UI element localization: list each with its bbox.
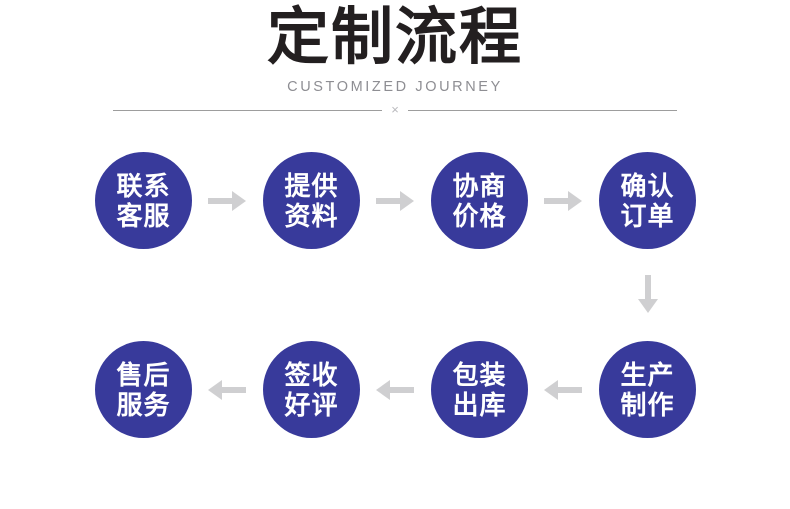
arrow-shaft — [544, 198, 570, 204]
arrow-left-icon-2 — [376, 380, 414, 400]
node-label-line1: 签收 — [284, 359, 339, 390]
flow-node-negotiate-price[interactable]: 协商 价格 — [431, 152, 528, 249]
arrow-left-icon-1 — [208, 380, 246, 400]
flow-node-contact-service[interactable]: 联系 客服 — [95, 152, 192, 249]
arrow-shaft — [388, 387, 414, 393]
node-label-line2: 订单 — [620, 200, 675, 231]
node-label-line1: 包装 — [452, 359, 507, 390]
arrow-head — [208, 380, 222, 400]
divider-line-right — [407, 109, 677, 111]
header-divider: × — [113, 101, 677, 119]
node-label-line2: 客服 — [116, 200, 171, 231]
flow-node-packaging-shipping[interactable]: 包装 出库 — [431, 341, 528, 438]
page-subtitle: CUSTOMIZED JOURNEY — [287, 79, 503, 95]
node-label-line1: 生产 — [620, 359, 675, 390]
arrow-right-icon-3 — [544, 191, 582, 211]
page-title: 定制流程 — [266, 3, 523, 72]
flow-node-provide-materials[interactable]: 提供 资料 — [263, 152, 360, 249]
flow-node-production[interactable]: 生产 制作 — [599, 341, 696, 438]
node-label-line1: 提供 — [284, 170, 339, 201]
node-label-line2: 制作 — [620, 389, 675, 420]
node-label-line1: 联系 — [116, 170, 171, 201]
divider-cross-icon: × — [391, 101, 399, 117]
flow-node-after-sales-service[interactable]: 售后 服务 — [95, 341, 192, 438]
node-label-line2: 服务 — [116, 389, 171, 420]
node-label-line1: 确认 — [620, 170, 675, 201]
arrow-right-icon-2 — [376, 191, 414, 211]
arrow-head — [568, 191, 582, 211]
flow-node-receipt-review[interactable]: 签收 好评 — [263, 341, 360, 438]
arrow-shaft — [220, 387, 246, 393]
arrow-head — [544, 380, 558, 400]
arrow-shaft — [376, 198, 402, 204]
node-label-line2: 价格 — [452, 200, 507, 231]
arrow-head — [638, 299, 658, 313]
flow-node-confirm-order[interactable]: 确认 订单 — [599, 152, 696, 249]
arrow-head — [232, 191, 246, 211]
arrow-shaft — [208, 198, 234, 204]
arrow-shaft — [645, 275, 651, 301]
arrow-down-icon — [638, 275, 658, 313]
node-label-line1: 售后 — [116, 359, 171, 390]
divider-line-left — [113, 109, 383, 111]
arrow-left-icon-3 — [544, 380, 582, 400]
arrow-head — [400, 191, 414, 211]
node-label-line2: 资料 — [284, 200, 339, 231]
node-label-line1: 协商 — [452, 170, 507, 201]
arrow-shaft — [556, 387, 582, 393]
node-label-line2: 出库 — [452, 389, 507, 420]
arrow-right-icon-1 — [208, 191, 246, 211]
node-label-line2: 好评 — [284, 389, 339, 420]
arrow-head — [376, 380, 390, 400]
